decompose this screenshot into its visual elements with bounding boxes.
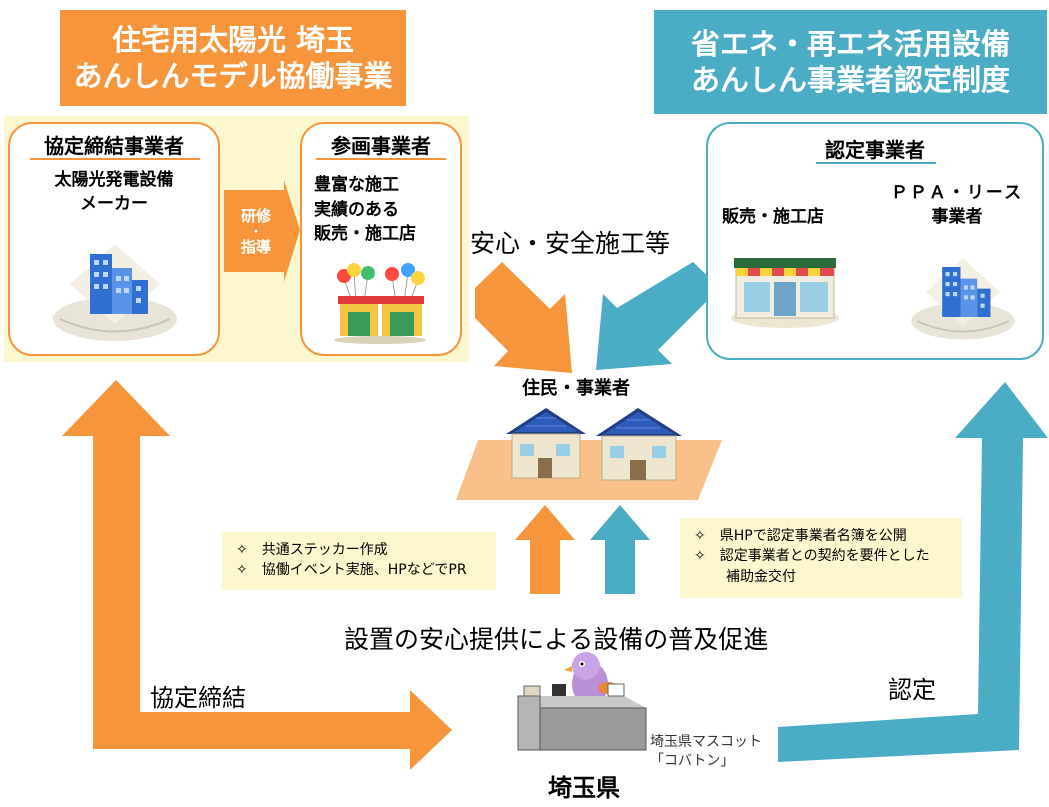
mascot-caption-line1: 埼玉県マスコット (650, 734, 762, 750)
safe-arrow-blue (596, 262, 720, 370)
agreement-arrow (62, 380, 452, 770)
right-card: 認定事業者 販売・施工店 ＰＰＡ・リース 事業者 (706, 122, 1044, 360)
header-right: 省エネ・再エネ活用設備 あんしん事業者認定制度 (654, 10, 1047, 114)
mascot-caption-line2: 「コバトン」 (650, 752, 735, 769)
header-left: 住宅用太陽光 埼玉 あんしんモデル協働事業 (60, 10, 406, 106)
mid-card: 参画事業者 豊富な施工 実績のある 販売・施工店 (300, 122, 462, 356)
mid-card-title: 参画事業者 (331, 134, 431, 158)
note-right-item1: ✧ 県HPで認定事業者名簿を公開 (694, 528, 907, 544)
note-right-item3: 補助金交付 (726, 568, 796, 585)
houses-with-solar-panels-icon (506, 408, 682, 481)
left-card-line2: メーカー (80, 193, 148, 214)
certification-label: 認定 (888, 676, 936, 704)
training-label: 研修 ・ 指導 (228, 206, 284, 258)
mid-card-line2: 実績のある (314, 199, 399, 220)
shop-with-balloons-icon (334, 263, 426, 344)
right-card-title: 認定事業者 (825, 138, 925, 162)
training-label-dot: ・ (250, 225, 262, 239)
header-right-line1: 省エネ・再エネ活用設備 (690, 26, 1010, 61)
prefecture-label: 埼玉県 (548, 774, 620, 802)
promotion-label: 設置の安心提供による設備の普及促進 (344, 625, 769, 654)
training-arrow (224, 180, 300, 282)
certification-arrow (778, 382, 1048, 762)
right-card-title-underline (816, 162, 936, 164)
right-card-col2-line2: 事業者 (931, 206, 983, 227)
training-label-line2: 指導 (240, 238, 271, 257)
safe-arrow-orange (475, 262, 572, 373)
header-left-line2: あんしんモデル協働事業 (73, 59, 393, 93)
mascot-caption: 埼玉県マスコット 「コバトン」 (650, 733, 762, 771)
up-arrow-orange (515, 505, 575, 594)
note-right-item2: ✧ 認定事業者との契約を要件とした (694, 548, 930, 565)
left-card-title-underline (30, 158, 200, 160)
note-left-item1: ✧ 共通ステッカー作成 (236, 542, 388, 558)
note-right: ✧ 県HPで認定事業者名簿を公開 ✧ 認定事業者との契約を要件とした 補助金交付 (680, 518, 962, 598)
residents-label: 住民・事業者 (522, 378, 630, 399)
header-left-line1: 住宅用太陽光 埼玉 (111, 22, 355, 57)
note-left-item2: ✧ 協働イベント実施、HPなどでPR (236, 562, 467, 579)
kobaton-mascot-at-desk-icon (517, 652, 647, 751)
header-right-line2: あんしん事業者認定制度 (690, 63, 1010, 97)
safe-construction-label: 安心・安全施工等 (470, 229, 671, 258)
up-arrow-blue (590, 505, 650, 594)
right-card-col2-line1: ＰＰＡ・リース (890, 183, 1024, 203)
mid-card-line1: 豊富な施工 (314, 175, 399, 195)
office-building-icon-right (911, 258, 1015, 340)
mid-card-title-underline (316, 158, 446, 160)
note-left: ✧ 共通ステッカー作成 ✧ 協働イベント実施、HPなどでPR (222, 532, 496, 590)
agreement-label: 協定締結 (150, 684, 246, 712)
office-building-icon (53, 244, 177, 341)
left-card: 協定締結事業者 太陽光発電設備 メーカー (8, 122, 220, 356)
left-card-line1: 太陽光発電設備 (54, 170, 174, 190)
training-label-line1: 研修 (240, 207, 271, 225)
mid-card-line3: 販売・施工店 (314, 224, 416, 245)
right-card-col1: 販売・施工店 (722, 207, 824, 227)
left-card-title: 協定締結事業者 (44, 134, 184, 158)
storefront-icon (731, 258, 839, 328)
